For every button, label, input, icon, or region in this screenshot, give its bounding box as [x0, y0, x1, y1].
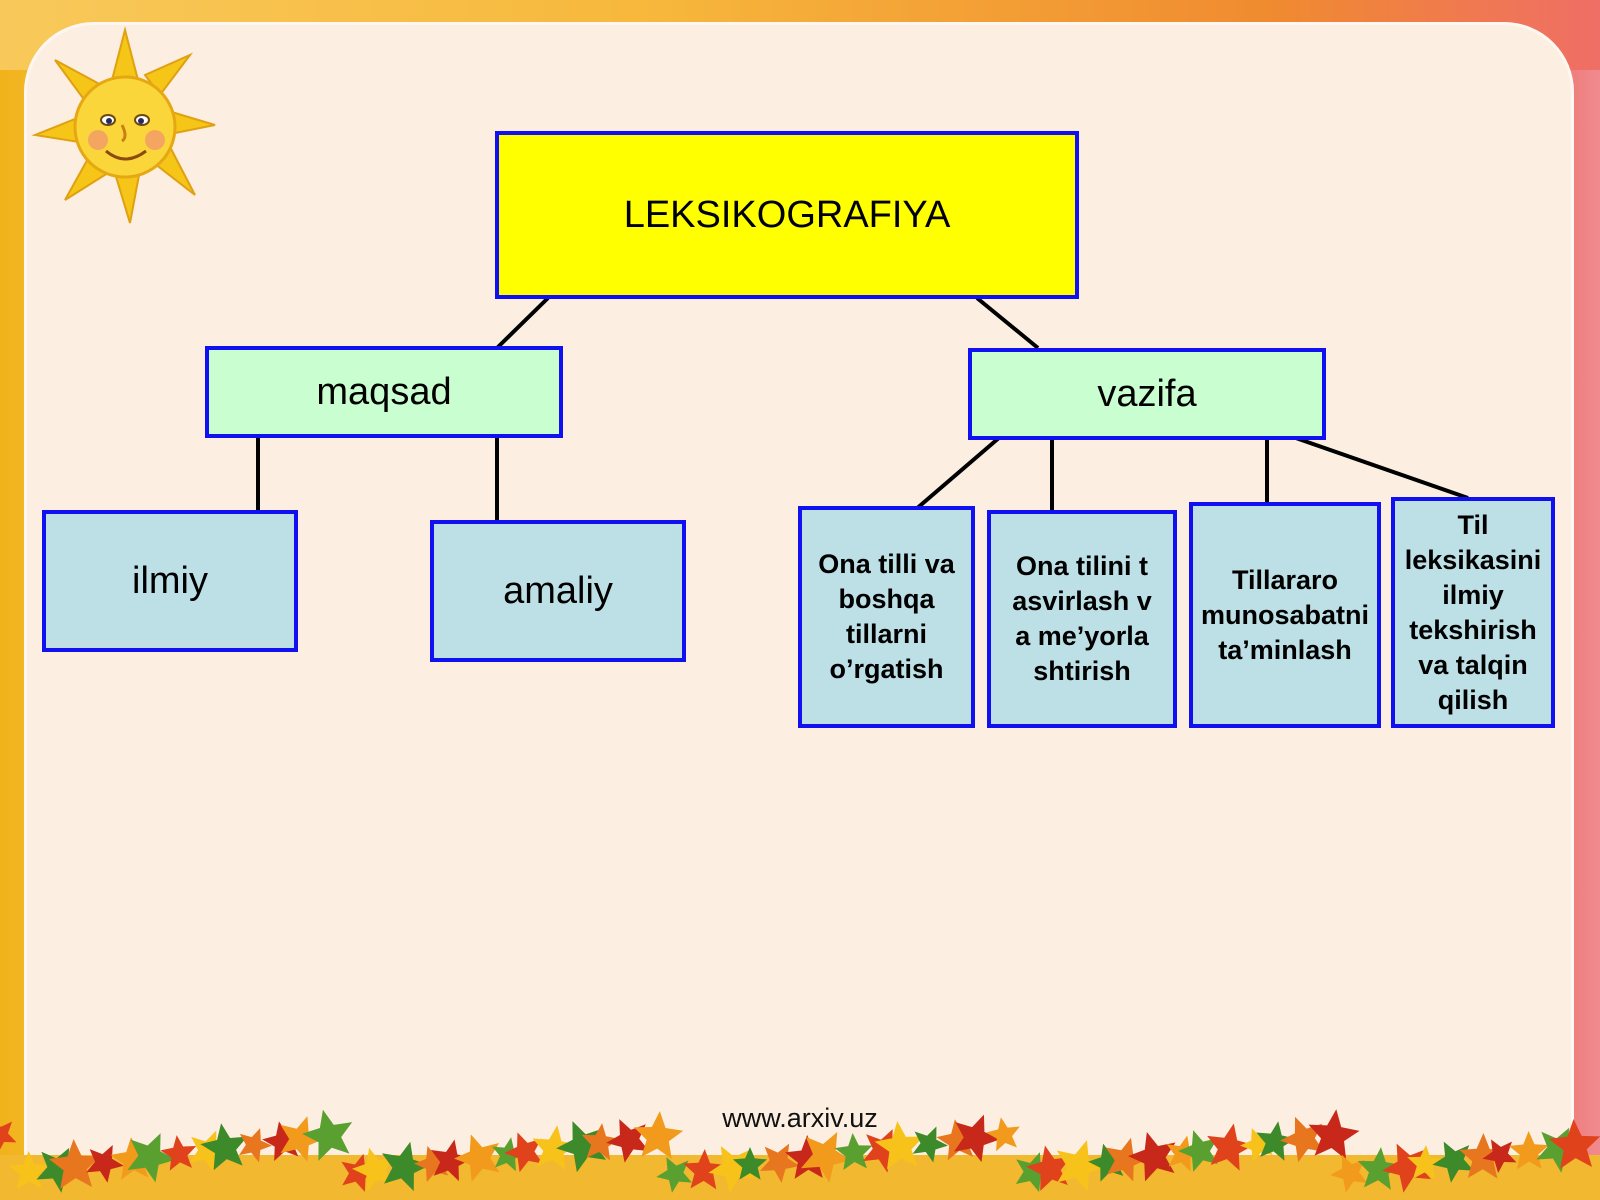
leaf-shape	[683, 1149, 726, 1190]
leaf-shape	[48, 1139, 101, 1189]
leaf-shape	[86, 1145, 124, 1183]
leaf-shape	[160, 1135, 197, 1171]
leaf-shape	[1308, 1109, 1360, 1160]
leaf-shape	[656, 1157, 692, 1193]
leaf-shape	[1508, 1131, 1549, 1170]
leaf-shape	[341, 1153, 378, 1192]
branch-node-vazifa: vazifa	[968, 348, 1326, 440]
leaf-label: amaliy	[503, 569, 613, 612]
leaf-shape	[862, 1129, 906, 1173]
leaf-shape	[302, 1109, 353, 1161]
leaf-shape	[36, 1147, 82, 1193]
leaf-shape	[800, 1131, 852, 1183]
leaf-shape	[1015, 1152, 1055, 1193]
autumn-leaves-border	[0, 1109, 1600, 1200]
leaf-label: Tillararo munosabatni ta’minlash	[1200, 564, 1369, 665]
leaf-shape	[1056, 1140, 1107, 1192]
leaf-shape	[262, 1121, 302, 1162]
leaf-shape	[633, 1111, 684, 1160]
leaf-label: ilmiy	[132, 559, 208, 602]
root-node: LEKSIKOGRAFIYA	[495, 131, 1079, 299]
connector-root-maqsad	[495, 296, 550, 350]
connector-vazifa-leaf4	[1292, 435, 1469, 500]
leaf-shape	[760, 1143, 800, 1183]
leaf-node-til-leksikasini: Til leksikasini ilmiy tekshirish va talq…	[1391, 497, 1555, 728]
leaf-shape	[556, 1121, 607, 1173]
connector-vazifa-leaf1	[913, 435, 1002, 512]
leaf-node-ona-tilini: Ona tilini tasvirlash va me’yorlashtiris…	[987, 510, 1177, 728]
leaf-shape	[986, 1117, 1020, 1152]
branch-label: vazifa	[1097, 372, 1197, 415]
leaf-shape	[1382, 1143, 1431, 1193]
leaf-shape	[430, 1139, 472, 1182]
leaf-shape	[1459, 1133, 1507, 1179]
leaf-shape	[532, 1125, 578, 1171]
leaf-shape	[912, 1126, 948, 1163]
leaf-shape	[1357, 1147, 1402, 1190]
leaf-label: Ona tilli va boshqa tillarni o’rgatish	[818, 549, 955, 684]
leaf-shape	[874, 1121, 924, 1170]
leaf-shape	[200, 1123, 248, 1171]
leaf-node-amaliy: amaliy	[430, 520, 686, 662]
leaf-label: Til leksikasini ilmiy tekshirish va talq…	[1404, 509, 1542, 715]
leaf-shape	[280, 1116, 324, 1162]
leaf-shape	[581, 1123, 620, 1161]
leaf-shape	[189, 1130, 230, 1173]
leaf-shape	[1207, 1123, 1254, 1171]
leaf-shape	[1536, 1127, 1582, 1173]
leaf-shape	[1105, 1137, 1148, 1182]
leaf-shape	[1407, 1145, 1444, 1180]
leaf-shape	[0, 1119, 17, 1153]
leaf-shape	[1178, 1130, 1218, 1172]
leaf-shape	[936, 1119, 978, 1161]
footer-url: www.arxiv.uz	[722, 1103, 878, 1133]
leaf-shape	[239, 1128, 272, 1163]
leaf-shape	[1482, 1139, 1517, 1173]
branch-node-maqsad: maqsad	[205, 346, 563, 438]
connector-root-vazifa	[975, 296, 1040, 350]
leaf-shape	[834, 1133, 873, 1170]
leaf-shape	[784, 1135, 831, 1179]
leaf-shape	[1330, 1154, 1368, 1193]
leaf-shape	[732, 1147, 768, 1180]
leaf-shape	[110, 1137, 155, 1180]
leaf-node-ona-tilli: Ona tilli va boshqa tillarni o’rgatish	[798, 506, 975, 728]
leaf-node-ilmiy: ilmiy	[42, 510, 298, 652]
leaf-shape	[381, 1141, 430, 1192]
leaf-shape	[1256, 1121, 1296, 1161]
root-label: LEKSIKOGRAFIYA	[623, 193, 951, 236]
leaf-shape	[127, 1133, 176, 1183]
leaf-node-tillararo: Tillararo munosabatni ta’minlash	[1189, 502, 1381, 728]
leaf-shape	[708, 1146, 756, 1193]
leaf-shape	[352, 1147, 395, 1192]
leaf-shape	[503, 1132, 543, 1173]
leaf-shape	[1128, 1132, 1176, 1182]
sun-face-icon	[31, 26, 216, 224]
leaf-shape	[453, 1134, 500, 1182]
leaf-shape	[1548, 1119, 1600, 1169]
leaf-shape	[954, 1114, 1000, 1163]
leaf-shape	[1088, 1143, 1125, 1182]
branch-label: maqsad	[316, 370, 452, 413]
leaf-label: Ona tilini tasvirlash va me’yorlashtiris…	[1012, 551, 1152, 686]
leaf-shape	[8, 1151, 49, 1190]
